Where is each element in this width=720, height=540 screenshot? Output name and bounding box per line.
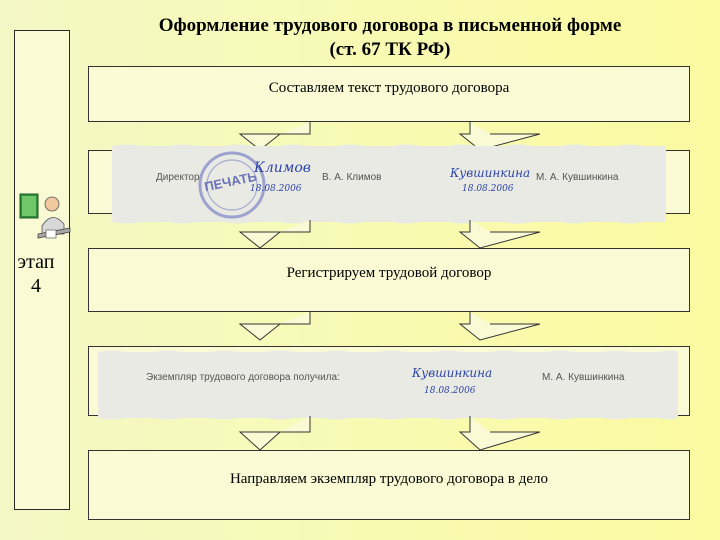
employee-signature-1: Кувшинкина — [450, 166, 531, 180]
signature-strip-director: Директор ПЕЧАТЬ Климов 18.08.2006 В. А. … — [112, 144, 666, 224]
employee-date-1: 18.08.2006 — [462, 184, 514, 194]
signature-strip-employee: Экземпляр трудового договора получила: К… — [98, 350, 678, 420]
torn-edge-top — [112, 144, 666, 149]
connector-arrows-3 — [238, 312, 541, 341]
title-line-1: Оформление трудового договора в письменн… — [158, 15, 622, 36]
stage-number: 4 — [31, 275, 41, 297]
step-label-compose: Составляем текст трудового договора — [268, 80, 510, 96]
director-date: 18.08.2006 — [250, 184, 302, 194]
received-text: Экземпляр трудового договора получила: — [146, 372, 340, 383]
director-name: В. А. Климов — [322, 172, 382, 183]
person-at-desk-icon — [14, 190, 74, 246]
employee-signature-2: Кувшинкина — [412, 366, 493, 380]
stage-word: этап — [17, 251, 55, 273]
step-box-archive: Направляем экземпляр трудового договора … — [88, 450, 690, 520]
stamp-seal — [198, 151, 266, 219]
torn-edge-bottom — [112, 219, 666, 224]
title-line-2: (ст. 67 ТК РФ) — [329, 39, 451, 60]
torn-edge-top-2 — [98, 350, 678, 355]
director-role: Директор — [156, 172, 200, 183]
director-signature: Климов — [254, 160, 311, 176]
step-box-register: Регистрируем трудовой договор — [88, 248, 690, 312]
torn-edge-bottom-2 — [98, 415, 678, 420]
step-label-register: Регистрируем трудовой договор — [286, 265, 492, 281]
step-label-archive: Направляем экземпляр трудового договора … — [229, 471, 549, 487]
employee-name-1: М. А. Кувшинкина — [536, 172, 619, 183]
side-panel — [14, 30, 70, 510]
stage-label: этап 4 — [0, 250, 72, 298]
connector-arrows-1 — [238, 122, 541, 151]
page-title: Оформление трудового договора в письменн… — [110, 14, 670, 62]
employee-date-2: 18.08.2006 — [424, 386, 476, 396]
connector-arrows-4 — [238, 416, 541, 451]
connector-arrows-2 — [238, 220, 541, 249]
employee-name-2: М. А. Кувшинкина — [542, 372, 625, 383]
step-box-compose: Составляем текст трудового договора — [88, 66, 690, 122]
